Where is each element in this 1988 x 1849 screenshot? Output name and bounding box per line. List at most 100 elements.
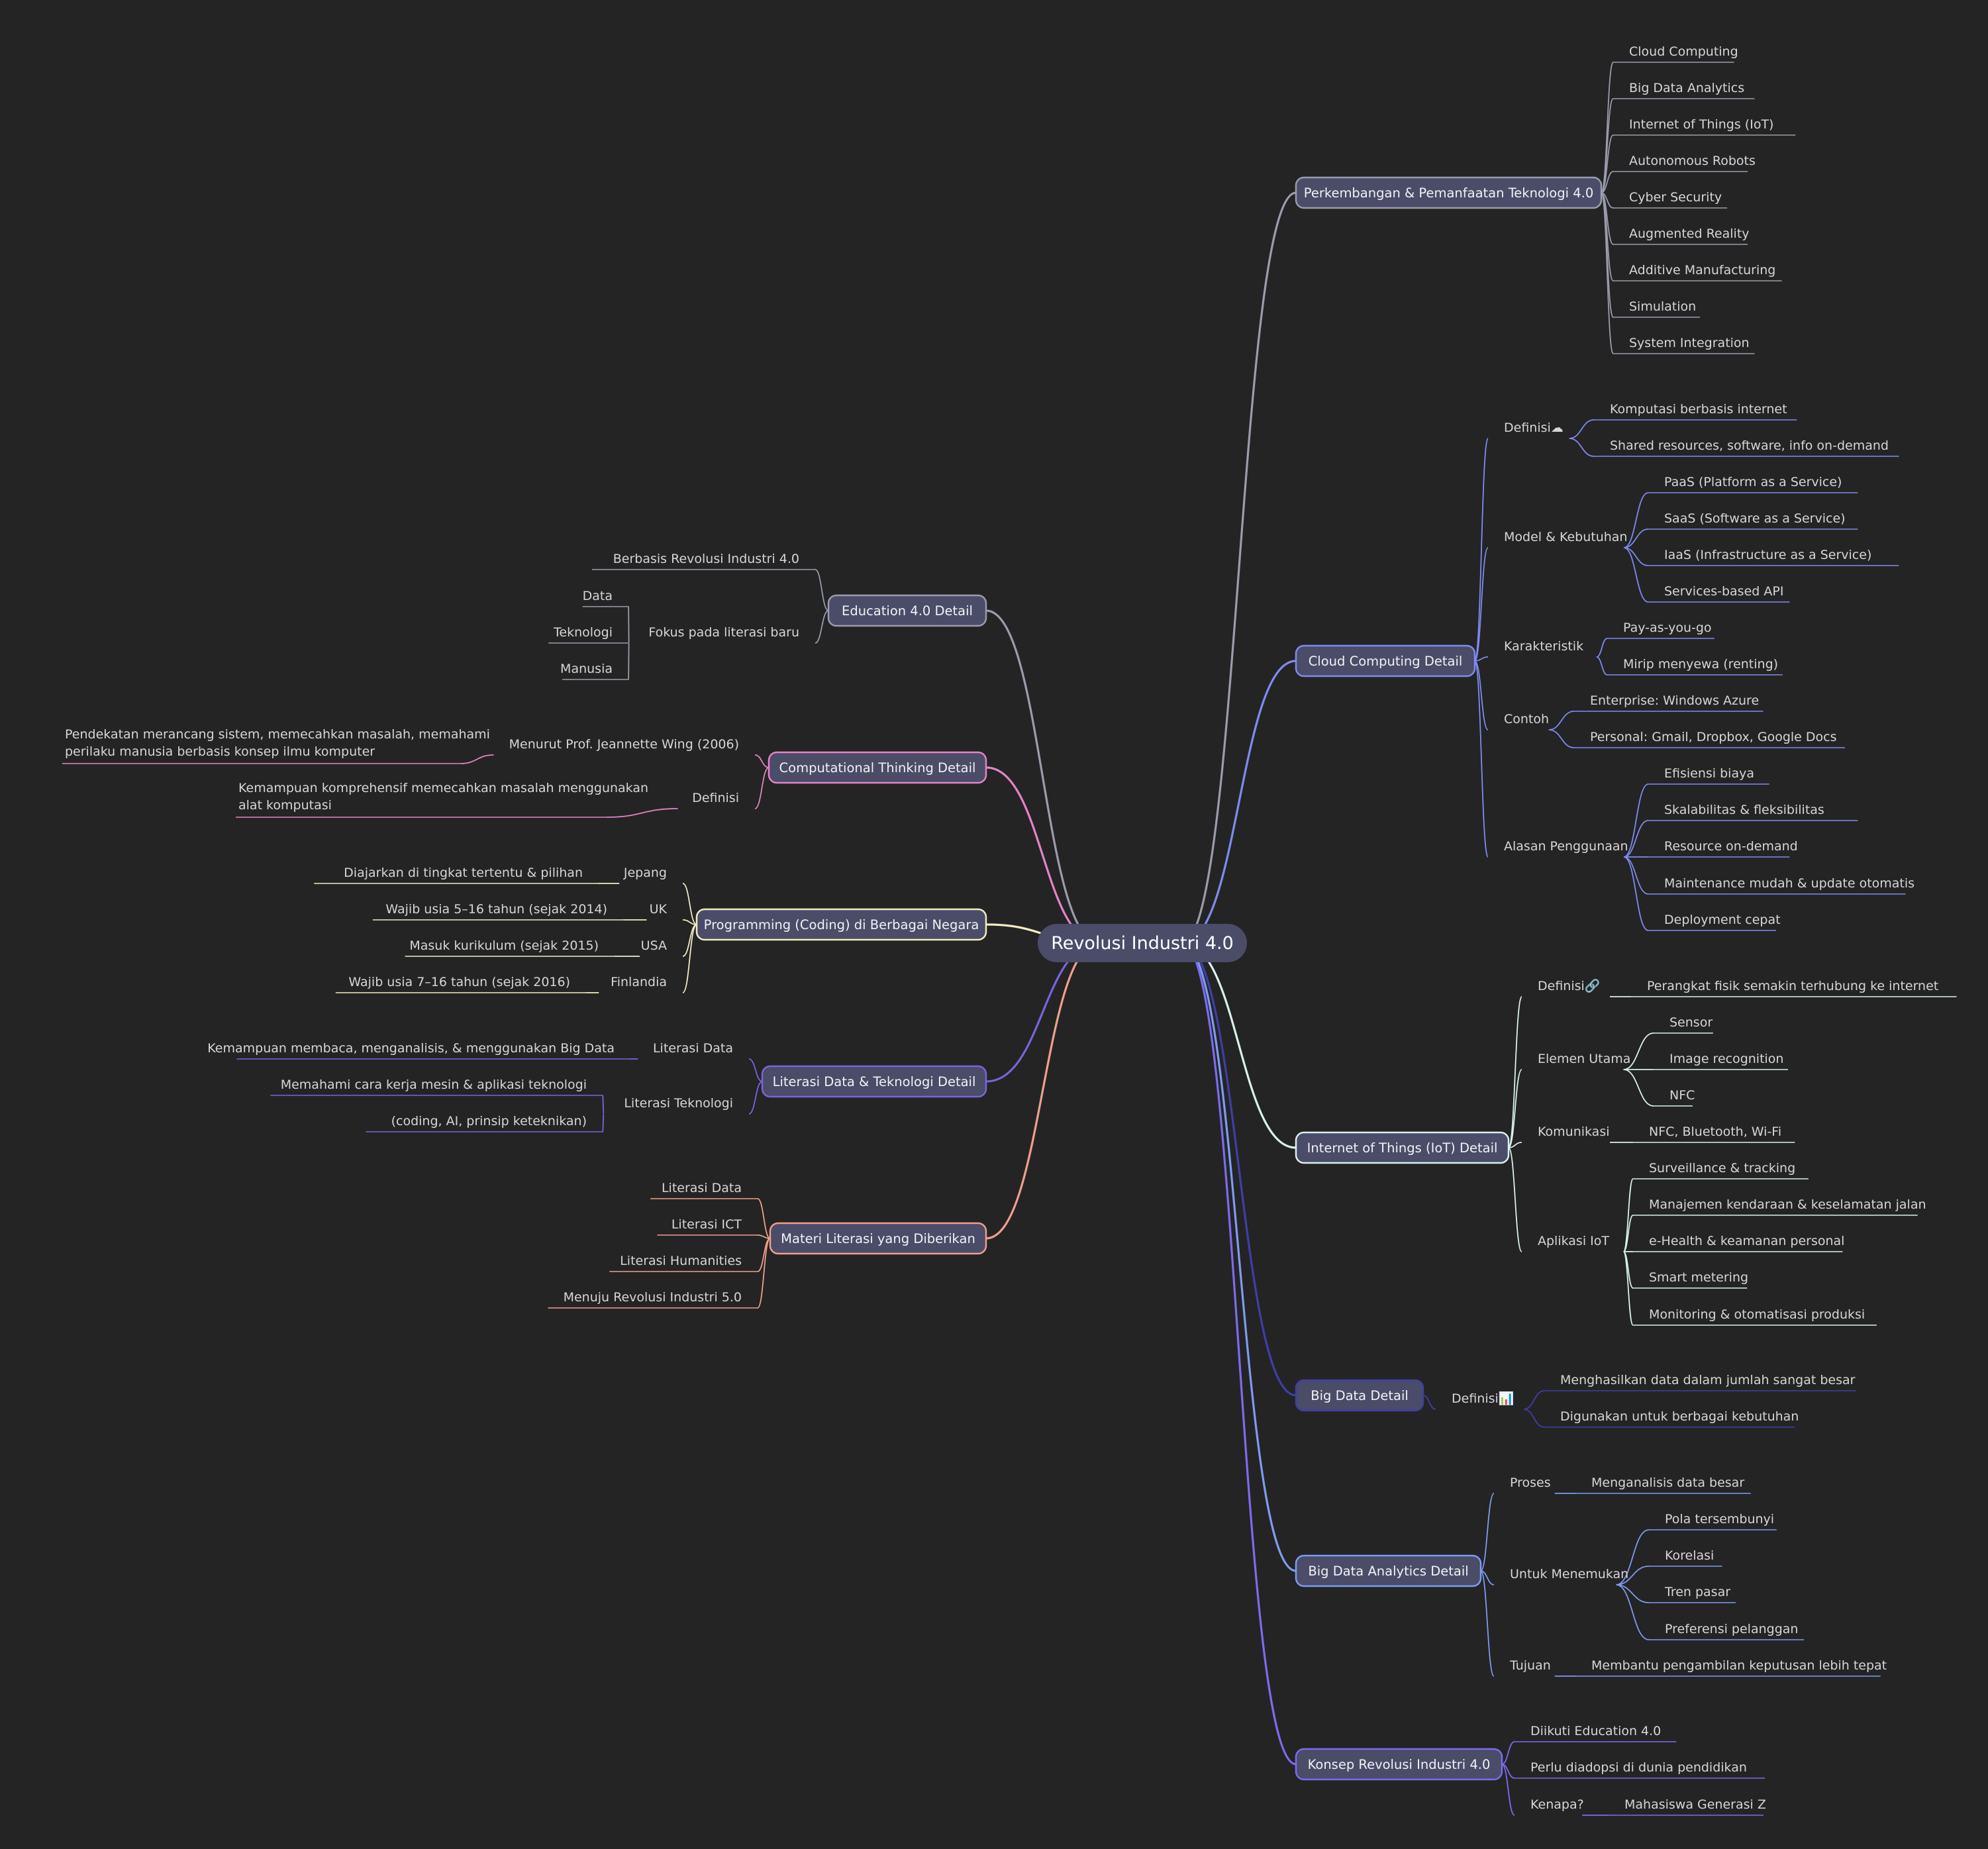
branch-node-edu[interactable] — [827, 594, 987, 627]
node-manusia: Manusia — [560, 662, 613, 676]
branch-node-bigdata[interactable] — [1295, 1379, 1424, 1412]
node-perilaku-manusia-berbasis-konsep-ilmu-komputer: perilaku manusia berbasis konsep ilmu ko… — [65, 744, 375, 759]
node-finlandia: Finlandia — [611, 975, 667, 989]
node-elemen-utama: Elemen Utama — [1538, 1052, 1630, 1066]
link-deployment-cepat — [1623, 856, 1649, 931]
node-efisiensi-biaya: Efisiensi biaya — [1664, 766, 1754, 781]
branch-node-iot[interactable] — [1295, 1131, 1510, 1164]
node-image-recognition: Image recognition — [1669, 1052, 1783, 1066]
node-deployment-cepat: Deployment cepat — [1664, 913, 1781, 927]
node-korelasi: Korelasi — [1665, 1548, 1714, 1563]
link-pay-as-you-go — [1596, 638, 1608, 658]
root-node[interactable] — [1038, 924, 1247, 962]
link-preferensi-pelanggan — [1616, 1584, 1650, 1640]
link-enterprise-windows-azure — [1548, 711, 1575, 730]
branch-link-ct — [985, 766, 1100, 944]
node-komunikasi: Komunikasi — [1538, 1124, 1610, 1139]
branch-label-lit: Literasi Data & Teknologi Detail — [773, 1074, 976, 1089]
link-definisi — [754, 767, 770, 809]
node-pendekatan-merancang-sistem-memecahkan-masalah-m: Pendekatan merancang sistem, memecahkan … — [65, 727, 490, 742]
link-kemampuan-komprehensif-memecahkan-masalah-menggu — [606, 808, 678, 818]
node-proses: Proses — [1510, 1475, 1551, 1490]
node-alasan-penggunaan: Alasan Penggunaan — [1504, 839, 1628, 854]
node-pola-tersembunyi: Pola tersembunyi — [1665, 1512, 1774, 1526]
branch-label-materi: Materi Literasi yang Diberikan — [781, 1231, 975, 1246]
node-surveillance-tracking: Surveillance & tracking — [1649, 1161, 1795, 1175]
branch-node-prog[interactable] — [695, 908, 987, 941]
node-literasi-teknologi: Literasi Teknologi — [624, 1096, 733, 1111]
node-menghasilkan-data-dalam-jumlah-sangat-besar: Menghasilkan data dalam jumlah sangat be… — [1560, 1373, 1856, 1387]
node-untuk-menemukan: Untuk Menemukan — [1510, 1567, 1628, 1581]
node-pay-as-you-go: Pay-as-you-go — [1623, 621, 1712, 635]
node-additive-manufacturing: Additive Manufacturing — [1629, 263, 1775, 277]
branch-link-lit — [985, 942, 1100, 1083]
node-skalabilitas-fleksibilitas: Skalabilitas & fleksibilitas — [1664, 803, 1824, 817]
node-e-health-keamanan-personal: e-Health & keamanan personal — [1649, 1234, 1844, 1248]
node-usa: USA — [641, 938, 667, 953]
node-sensor: Sensor — [1669, 1015, 1713, 1030]
branch-node-konsep[interactable] — [1295, 1748, 1503, 1781]
link-personal-gmail-dropbox-google-docs — [1548, 729, 1575, 748]
link-model-kebutuhan — [1474, 547, 1489, 662]
branch-label-edu: Education 4.0 Detail — [842, 603, 973, 619]
node-monitoring-otomatisasi-produksi: Monitoring & otomatisasi produksi — [1649, 1307, 1865, 1322]
node-masuk-kurikulum-sejak-2015: Masuk kurikulum (sejak 2015) — [409, 938, 599, 953]
node-mirip-menyewa-renting: Mirip menyewa (renting) — [1623, 657, 1778, 672]
link-proses — [1480, 1493, 1495, 1572]
node-berbasis-revolusi-industri-4-0: Berbasis Revolusi Industri 4.0 — [613, 552, 799, 566]
node-simulation: Simulation — [1629, 299, 1696, 314]
node-uk: UK — [650, 902, 668, 917]
node-mahasiswa-generasi-z: Mahasiswa Generasi Z — [1624, 1797, 1766, 1812]
node-diajarkan-di-tingkat-tertentu-pilihan: Diajarkan di tingkat tertentu & pilihan — [344, 866, 583, 880]
node-internet-of-things-iot: Internet of Things (IoT) — [1629, 117, 1773, 132]
branch-node-bda[interactable] — [1295, 1554, 1482, 1587]
branch-node-materi[interactable] — [769, 1222, 987, 1255]
link-autonomous-robots — [1601, 171, 1614, 193]
branch-label-bda: Big Data Analytics Detail — [1308, 1564, 1468, 1579]
branch-label-tek: Perkembangan & Pemanfaatan Teknologi 4.0 — [1304, 185, 1593, 201]
node-tujuan: Tujuan — [1509, 1658, 1551, 1673]
branch-node-tek[interactable] — [1295, 176, 1603, 209]
link-diikuti-education-4-0 — [1501, 1741, 1515, 1765]
branch-node-ct[interactable] — [768, 751, 987, 784]
node-nfc-bluetooth-wi-fi: NFC, Bluetooth, Wi-Fi — [1649, 1124, 1781, 1139]
link-services-based-api — [1623, 547, 1649, 603]
node-perangkat-fisik-semakin-terhubung-ke-internet: Perangkat fisik semakin terhubung ke int… — [1647, 979, 1938, 993]
branch-label-iot: Internet of Things (IoT) Detail — [1307, 1140, 1498, 1156]
link-efisiensi-biaya — [1623, 783, 1649, 858]
node-perlu-diadopsi-di-dunia-pendidikan: Perlu diadopsi di dunia pendidikan — [1530, 1760, 1747, 1775]
node-definisi: Definisi📊 — [1452, 1391, 1514, 1406]
node-menuju-revolusi-industri-5-0: Menuju Revolusi Industri 5.0 — [564, 1290, 742, 1305]
node-definisi: Definisi☁ — [1504, 421, 1564, 435]
branch-label-cloud: Cloud Computing Detail — [1309, 654, 1463, 669]
node-membantu-pengambilan-keputusan-lebih-tepat: Membantu pengambilan keputusan lebih tep… — [1591, 1658, 1887, 1673]
link-literasi-data — [757, 1198, 771, 1239]
link-definisi — [1474, 438, 1489, 662]
node-nfc: NFC — [1669, 1088, 1695, 1103]
node-big-data-analytics: Big Data Analytics — [1629, 81, 1744, 95]
link-komunikasi — [1508, 1142, 1522, 1148]
branch-label-konsep: Konsep Revolusi Industri 4.0 — [1308, 1757, 1491, 1772]
branch-node-lit[interactable] — [761, 1065, 987, 1098]
node-resource-on-demand: Resource on-demand — [1664, 839, 1798, 854]
node-data: Data — [583, 589, 613, 603]
node-iaas-infrastructure-as-a-service: IaaS (Infrastructure as a Service) — [1664, 548, 1871, 562]
branch-node-cloud[interactable] — [1295, 644, 1476, 677]
link-literasi-data — [748, 1058, 763, 1082]
branch-label-bigdata: Big Data Detail — [1311, 1388, 1409, 1403]
node-cloud-computing: Cloud Computing — [1629, 44, 1738, 59]
node-smart-metering: Smart metering — [1649, 1270, 1748, 1285]
link-sensor — [1623, 1032, 1654, 1070]
link-definisi — [1422, 1395, 1436, 1410]
node-contoh: Contoh — [1504, 712, 1549, 726]
link-shared-resources-software-info-on-demand — [1569, 438, 1595, 457]
node-maintenance-mudah-update-otomatis: Maintenance mudah & update otomatis — [1664, 876, 1914, 891]
link-simulation — [1601, 192, 1614, 318]
link-digunakan-untuk-berbagai-kebutuhan — [1523, 1409, 1545, 1428]
link-menghasilkan-data-dalam-jumlah-sangat-besar — [1523, 1390, 1545, 1410]
branch-link-cloud — [1181, 660, 1297, 944]
node-jepang: Jepang — [623, 866, 667, 880]
link-nfc — [1623, 1069, 1654, 1107]
